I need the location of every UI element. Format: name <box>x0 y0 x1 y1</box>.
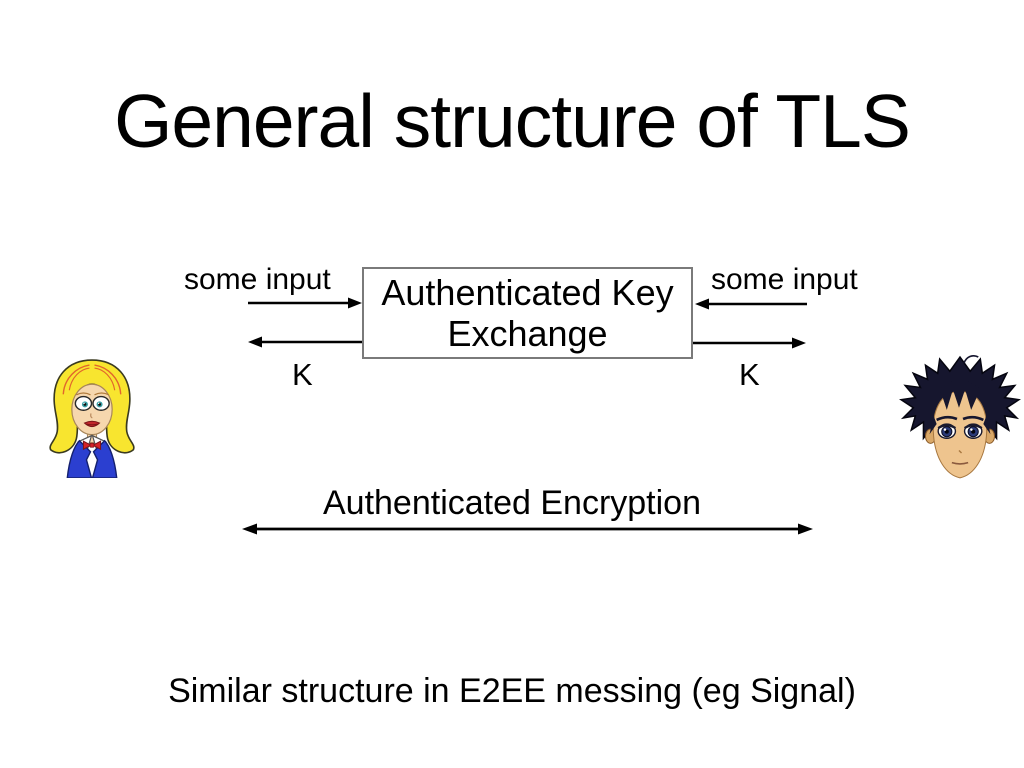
ake-box-label: Authenticated Key Exchange <box>381 272 674 354</box>
right-input-arrow-icon <box>695 298 807 310</box>
authenticated-encryption-label: Authenticated Encryption <box>322 484 702 522</box>
slide-title: General structure of TLS <box>114 79 911 163</box>
left-key-label: K <box>292 357 313 392</box>
right-key-label: K <box>739 357 760 392</box>
left-input-arrow-icon <box>248 297 362 309</box>
right-input-label: some input <box>711 263 858 296</box>
footnote-text: Similar structure in E2EE messing (eg Si… <box>168 672 856 710</box>
right-key-arrow-icon <box>693 337 806 349</box>
left-key-arrow-icon <box>248 336 362 348</box>
bob-avatar <box>899 355 1021 479</box>
authenticated-encryption-double-arrow-icon <box>242 523 813 535</box>
authenticated-key-exchange-box: Authenticated Key Exchange <box>362 267 693 359</box>
alice-avatar <box>49 359 135 478</box>
left-input-label: some input <box>184 263 331 296</box>
